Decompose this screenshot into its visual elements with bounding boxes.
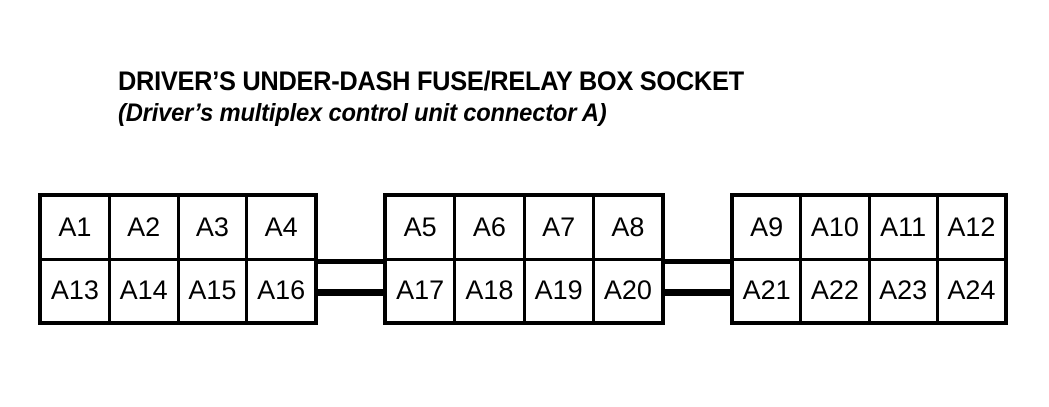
pin-cell[interactable]: A12 <box>947 211 996 242</box>
pin-cell[interactable]: A3 <box>180 197 249 258</box>
pin-cell[interactable]: A11 <box>871 197 939 258</box>
page-title: DRIVER’S UNDER-DASH FUSE/RELAY BOX SOCKE… <box>118 66 1018 128</box>
connector-block-left: A1 A2 A3 A4 A13 A14 A15 A16 <box>38 193 318 325</box>
pin-cell[interactable]: A9 <box>734 197 803 258</box>
pin-cell[interactable]: A10 <box>802 197 871 258</box>
pin-cell[interactable]: A13 <box>42 260 111 321</box>
pin-cell[interactable]: A5 <box>387 197 457 258</box>
page-title-primary: DRIVER’S UNDER-DASH FUSE/RELAY BOX SOCKE… <box>118 66 744 96</box>
connector-link-lower <box>314 289 387 296</box>
pin-cell[interactable]: A19 <box>526 260 595 321</box>
connector-link-upper <box>314 259 387 264</box>
connector-row-bottom: A13 A14 A15 A16 <box>42 260 314 321</box>
connector-link-lower <box>661 289 734 296</box>
pin-cell[interactable]: A6 <box>456 197 526 258</box>
pin-cell[interactable]: A18 <box>456 260 526 321</box>
connector-row-bottom: A21 A22 A23 A24 <box>734 260 1004 321</box>
pin-cell[interactable]: A2 <box>111 197 180 258</box>
pin-cell[interactable]: A4 <box>264 211 298 242</box>
pin-cell[interactable]: A24 <box>947 275 996 306</box>
connector-row-top: A5 A6 A7 A8 <box>387 197 661 261</box>
pin-cell[interactable]: A1 <box>42 197 111 258</box>
pin-cell[interactable]: A14 <box>111 260 180 321</box>
connector-block-right: A9 A10 A11 A12 A21 A22 A23 A24 <box>730 193 1008 325</box>
pin-cell[interactable]: A21 <box>734 260 803 321</box>
pin-cell[interactable]: A20 <box>603 275 652 306</box>
connector-link-upper <box>661 259 734 264</box>
pin-cell[interactable]: A17 <box>387 260 457 321</box>
connector-row-bottom: A17 A18 A19 A20 <box>387 260 661 321</box>
connector-block-middle: A5 A6 A7 A8 A17 A18 A19 A20 <box>383 193 665 325</box>
pin-cell[interactable]: A16 <box>257 275 306 306</box>
pin-cell[interactable]: A22 <box>802 260 871 321</box>
pin-cell[interactable]: A7 <box>526 197 595 258</box>
page-title-secondary: (Driver’s multiplex control unit connect… <box>118 99 607 127</box>
pin-cell[interactable]: A8 <box>611 211 645 242</box>
connector-row-top: A1 A2 A3 A4 <box>42 197 314 261</box>
pin-cell[interactable]: A15 <box>180 260 249 321</box>
pin-cell[interactable]: A23 <box>871 260 939 321</box>
connector-row-top: A9 A10 A11 A12 <box>734 197 1004 261</box>
